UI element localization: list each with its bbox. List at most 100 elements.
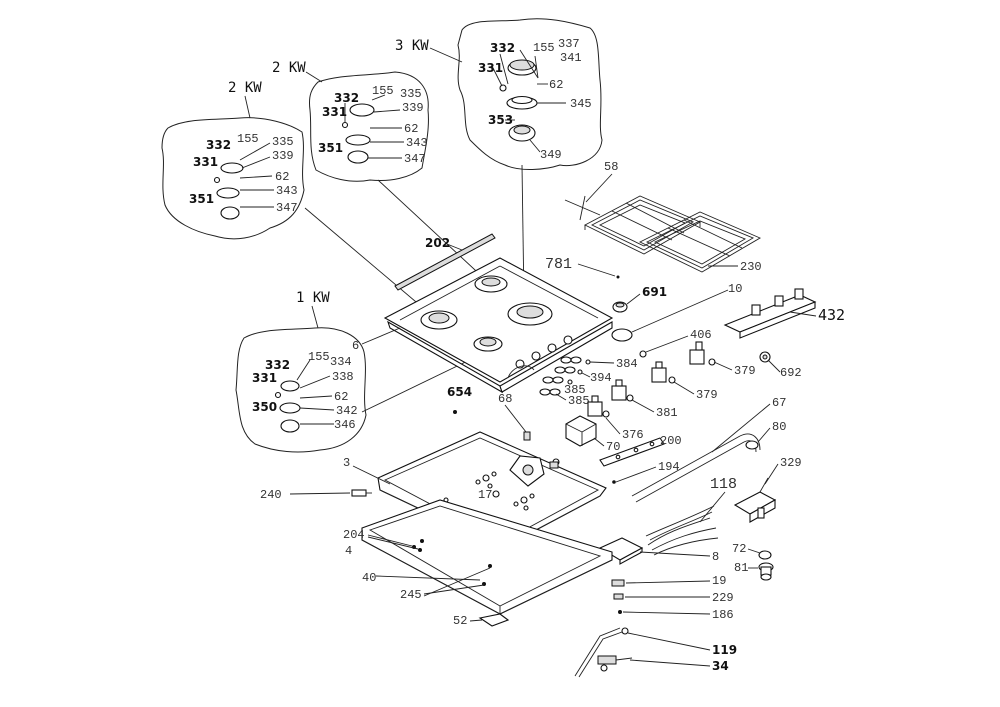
valve-injectors [539,356,591,396]
spark-generator-432 [723,288,817,339]
label-186: 186 [712,608,734,622]
zone-2kw-a-cloud [161,117,305,240]
label-691: 691 [642,285,667,299]
label-394: 394 [590,371,612,385]
burner-cap-2kw-b [349,103,375,117]
label-z2a-331: 331 [193,155,218,169]
label-432: 432 [818,306,845,324]
label-329: 329 [780,456,802,470]
label-68: 68 [498,392,512,406]
label-z3-331: 331 [478,61,503,75]
label-z3-353: 353 [488,113,513,127]
zone-2kw-b-cloud [309,71,429,182]
label-z3-337: 337 [558,37,580,51]
label-z2b-339: 339 [402,101,424,115]
label-z2b-155: 155 [372,84,394,98]
part-229 [613,593,624,600]
label-385b: 385 [568,394,590,408]
label-781: 781 [545,256,572,273]
label-58: 58 [604,160,618,174]
label-119: 119 [712,643,737,657]
burner-crown-2kw-a [216,187,240,199]
label-194: 194 [658,460,680,474]
label-z1-350: 350 [252,400,277,414]
burner-base-2kw-a [220,206,240,220]
label-z2a-335: 335 [272,135,294,149]
zone-3kw-cloud [457,18,603,170]
label-3: 3 [343,456,350,470]
label-10: 10 [728,282,742,296]
label-z2b-335: 335 [400,87,422,101]
label-z1-338: 338 [332,370,354,384]
label-8: 8 [712,550,719,564]
electrode-2kw-b [341,121,349,129]
label-z1-342: 342 [336,404,358,418]
burner-base-2kw-b [347,150,369,164]
seal-strip-202 [394,233,496,291]
label-379b: 379 [696,388,718,402]
burner-base-1kw [280,419,300,433]
label-z1-62: 62 [334,390,348,404]
label-80: 80 [772,420,786,434]
label-z2a-343: 343 [276,184,298,198]
label-376: 376 [622,428,644,442]
bolt-240 [351,489,372,497]
gas-pipe-67 [631,433,761,503]
label-385a: 385 [564,383,586,397]
burner-crown-1kw [279,402,301,414]
label-4: 4 [345,544,352,558]
label-z2b-331: 331 [322,105,347,119]
hob-knob-hole-2 [531,351,541,361]
tray-sector-plate [509,455,545,487]
label-z3-341: 341 [560,51,582,65]
pan-support-right [638,211,761,273]
burner-cap-top-3kw [509,59,535,71]
label-654: 654 [447,385,472,399]
label-z2a-155: 155 [237,132,259,146]
label-81: 81 [734,561,748,575]
label-204: 204 [343,528,365,542]
label-230: 230 [740,260,762,274]
label-z2b-343: 343 [406,136,428,150]
burner-cap-1kw [280,380,300,392]
burner-crown-inner-3kw [511,95,533,105]
nut-80 [745,440,759,450]
pan-support-left [584,195,702,255]
label-z2a-351: 351 [189,192,214,206]
electrode-1kw [274,391,282,399]
label-202: 202 [425,236,450,250]
electrode-2kw-a [213,176,221,184]
label-z2b-347: 347 [404,152,426,166]
valve-376 [587,395,610,418]
label-406: 406 [690,328,712,342]
screw-186 [618,610,622,614]
burner-base-inner-3kw [513,125,531,135]
hob-knob-hole-4 [563,335,573,345]
connector-329 [733,477,777,523]
bracket-200 [599,437,665,467]
label-6: 6 [352,339,359,353]
thermocouple-34 [597,655,633,672]
label-384: 384 [616,357,638,371]
label-19: 19 [712,574,726,588]
label-692: 692 [780,366,802,380]
zone-2kw-b-title: 2 KW [272,60,306,76]
screw-204-b [418,548,422,552]
screw-245-b [488,564,492,568]
part-68 [523,431,531,441]
label-379a: 379 [734,364,756,378]
label-229: 229 [712,591,734,605]
screw-654 [453,410,457,414]
label-z3-345: 345 [570,97,592,111]
washer-72 [758,550,772,560]
label-z2b-62: 62 [404,122,418,136]
label-z3-332: 332 [490,41,515,55]
label-40: 40 [362,571,376,585]
foot-52 [478,613,510,627]
label-z3-349: 349 [540,148,562,162]
label-72: 72 [732,542,746,556]
label-381: 381 [656,406,678,420]
label-z1-334: 334 [330,355,352,369]
thermocouple-119 [574,627,629,678]
